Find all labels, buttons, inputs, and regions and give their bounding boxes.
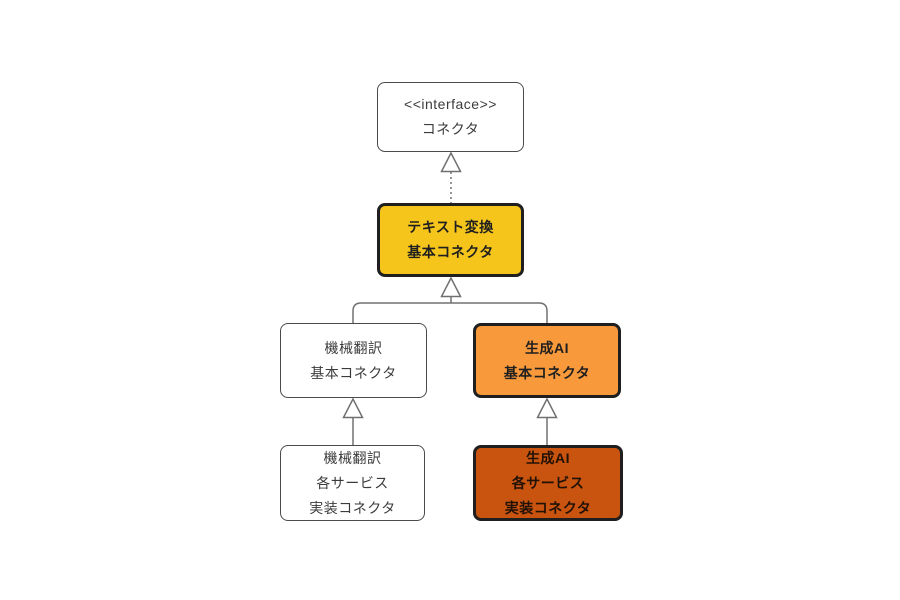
node-genai-impl-connector: 生成AI 各サービス 実装コネクタ <box>473 445 623 521</box>
node-label: テキスト変換 <box>407 219 494 235</box>
generalization-triangle-icon <box>440 276 462 298</box>
node-label: 機械翻訳 <box>323 449 382 466</box>
node-stereotype: <<interface>> <box>404 96 497 112</box>
node-label: 基本コネクタ <box>503 364 591 381</box>
node-machine-translation-impl-connector: 機械翻訳 各サービス 実装コネクタ <box>280 445 425 521</box>
node-genai-base-connector: 生成AI 基本コネクタ <box>473 323 621 398</box>
generalization-triangle-icon <box>342 397 364 419</box>
realization-connector <box>440 151 462 203</box>
node-text-transform-base-connector: テキスト変換 基本コネクタ <box>377 203 524 277</box>
node-interface-connector: <<interface>> コネクタ <box>377 82 524 152</box>
node-label: 各サービス <box>511 474 585 491</box>
generalization-triangle-icon <box>536 397 558 419</box>
node-machine-translation-base-connector: 機械翻訳 基本コネクタ <box>280 323 427 398</box>
node-label: 生成AI <box>526 449 570 466</box>
node-label: 各サービス <box>316 474 389 491</box>
inheritance-connector-left <box>342 397 364 445</box>
inheritance-connector-right <box>536 397 558 445</box>
node-label: コネクタ <box>421 121 480 137</box>
node-label: 基本コネクタ <box>407 244 494 260</box>
node-label: 基本コネクタ <box>310 364 397 381</box>
node-label: 機械翻訳 <box>324 339 383 356</box>
node-label: 実装コネクタ <box>504 499 592 516</box>
node-label: 実装コネクタ <box>309 499 396 516</box>
generalization-triangle-icon <box>440 151 462 173</box>
node-label: 生成AI <box>525 339 569 356</box>
inheritance-branch-connector <box>352 276 548 323</box>
